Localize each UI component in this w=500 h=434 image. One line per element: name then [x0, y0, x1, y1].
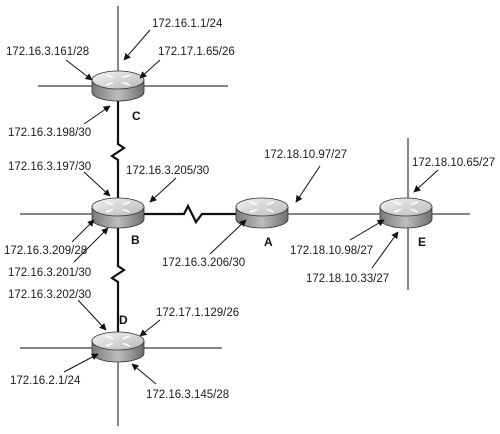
label-d-left: 172.16.2.1/24 — [10, 375, 81, 387]
arrow-e-top — [413, 169, 439, 193]
arrow-c-serial — [83, 105, 111, 125]
arrow-a-eth — [295, 165, 321, 203]
label-b-serial-a: 172.16.3.205/30 — [126, 165, 209, 177]
router-d-label: D — [119, 313, 128, 327]
arrow-b-serial-a — [149, 177, 177, 203]
serial-link-b-d — [110, 224, 126, 336]
router-e-label: E — [418, 235, 426, 249]
arrow-d-left — [63, 353, 99, 373]
label-e-bottom: 172.18.10.33/27 — [306, 273, 389, 285]
label-d-right: 172.17.1.129/26 — [156, 307, 239, 319]
arrow-e-bottom — [371, 231, 399, 269]
arrow-c-right — [139, 59, 161, 79]
label-c-left: 172.16.3.161/28 — [6, 46, 89, 58]
label-d-bottom: 172.16.3.145/28 — [146, 389, 229, 401]
router-e — [379, 197, 433, 229]
arrow-c-left — [65, 59, 93, 81]
arrow-d-bottom — [131, 363, 157, 385]
interface-labels: 172.16.1.1/24 172.16.3.161/28 172.17.1.6… — [4, 18, 495, 401]
arrow-b-serial-up — [83, 171, 111, 197]
arrow-a-serial — [209, 219, 247, 255]
interface-arrows — [63, 29, 439, 385]
label-e-eth-a: 172.18.10.98/27 — [290, 245, 373, 257]
label-d-serial: 172.16.3.202/30 — [8, 289, 91, 301]
arrow-e-eth-a — [349, 219, 385, 241]
label-c-right: 172.17.1.65/26 — [158, 46, 235, 58]
serial-link-c-b — [110, 100, 126, 204]
label-c-serial: 172.16.3.198/30 — [8, 127, 91, 139]
router-c-label: C — [132, 109, 141, 123]
label-e-top: 172.18.10.65/27 — [412, 157, 495, 169]
arrow-d-serial — [77, 299, 107, 331]
router-b-label: B — [131, 233, 140, 247]
router-a — [235, 197, 289, 229]
router-d — [91, 331, 145, 363]
router-b — [91, 197, 145, 229]
serial-links — [110, 100, 240, 336]
arrow-c-top — [123, 29, 151, 61]
label-b-eth: 172.16.3.209/28 — [4, 245, 87, 257]
router-a-label: A — [264, 235, 273, 249]
label-c-top: 172.16.1.1/24 — [152, 18, 223, 30]
label-b-serial-up: 172.16.3.197/30 — [8, 161, 91, 173]
label-b-serial-down: 172.16.3.201/30 — [8, 267, 91, 279]
arrow-b-serial-down — [73, 227, 109, 263]
serial-link-b-a — [140, 203, 240, 225]
router-c — [91, 70, 145, 102]
arrow-b-eth — [71, 219, 95, 243]
arrow-d-right — [139, 319, 161, 337]
label-a-eth: 172.18.10.97/27 — [264, 149, 347, 161]
label-a-serial: 172.16.3.206/30 — [162, 257, 245, 269]
